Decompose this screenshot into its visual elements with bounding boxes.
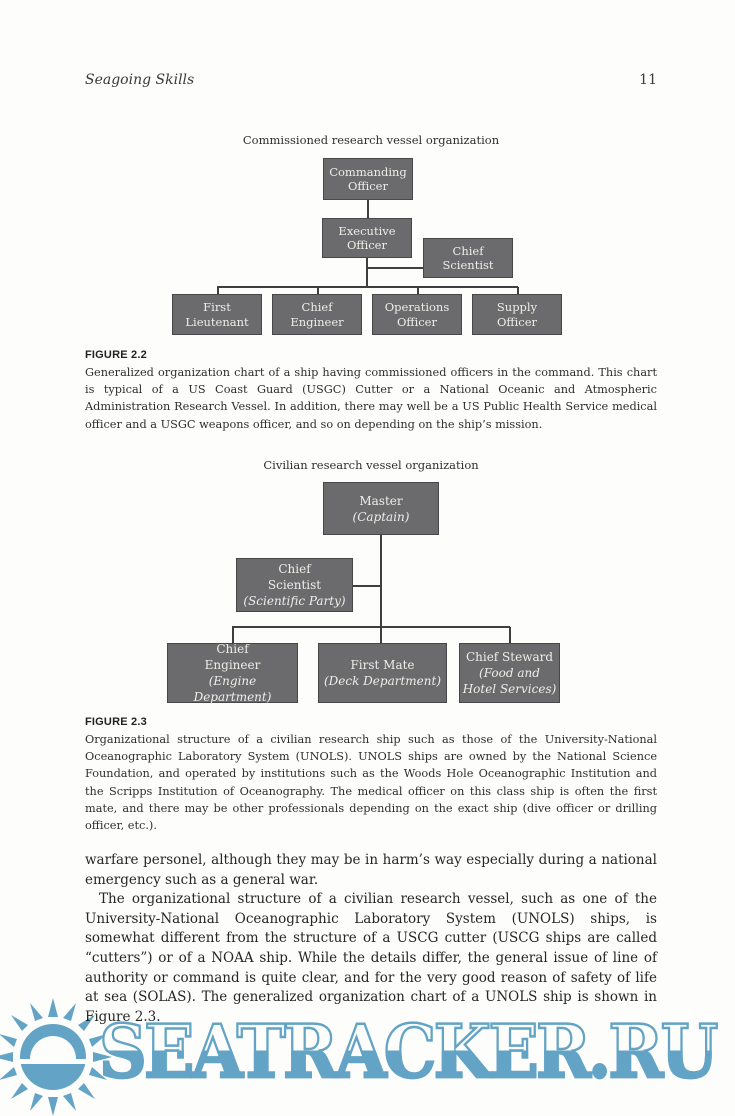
caption-text: Generalized organization chart of a ship…: [85, 366, 657, 431]
connector-line: [353, 585, 381, 587]
node-sublabel: (Engine Department): [193, 674, 272, 704]
connector-line: [380, 627, 382, 643]
running-title: Seagoing Skills: [85, 72, 195, 88]
page-number: 11: [639, 72, 657, 88]
connector-line: [232, 626, 510, 628]
org-node-executive-officer: Executive Officer: [322, 218, 412, 258]
connector-line: [417, 287, 419, 294]
connector-line: [366, 258, 368, 287]
node-label: Master: [359, 493, 403, 508]
org-chart-commissioned: Commissioned research vessel organizatio…: [85, 130, 657, 342]
org-node-chief-scientist: Chief Scientist: [423, 238, 513, 278]
node-label: Chief Scientist: [442, 243, 494, 273]
body-paragraph: warfare personel, although they may be i…: [85, 852, 657, 888]
node-label: Operations Officer: [384, 300, 450, 329]
node-sublabel: (Deck Department): [323, 674, 442, 688]
body-paragraph: The organizational structure of a civili…: [85, 891, 657, 1025]
chart-title: Commissioned research vessel organizatio…: [242, 133, 500, 147]
org-node-chief-scientist: Chief Scientist (Scientific Party): [236, 558, 353, 612]
chart-title: Civilian research vessel organization: [263, 458, 479, 472]
node-label: First Lieutenant: [185, 300, 249, 329]
node-label: Chief Steward: [465, 650, 554, 664]
node-sublabel: (Captain): [352, 509, 410, 524]
node-sublabel: (Food and Hotel Services): [462, 666, 557, 696]
page-header: Seagoing Skills 11: [85, 72, 657, 88]
connector-line: [232, 627, 234, 643]
caption-text: Organizational structure of a civilian r…: [85, 733, 657, 833]
node-label: Chief Engineer: [290, 300, 344, 329]
figure-2-3-caption: FIGURE 2.3 Organizational structure of a…: [85, 716, 657, 834]
body-text: warfare personel, although they may be i…: [85, 851, 657, 1027]
connector-line: [317, 287, 319, 294]
org-node-chief-steward: Chief Steward (Food and Hotel Services): [459, 643, 560, 703]
node-label: Executive Officer: [338, 223, 396, 253]
org-node-chief-engineer: Chief Engineer: [272, 294, 362, 335]
node-label: Chief Engineer: [204, 642, 261, 672]
figure-label: FIGURE 2.3: [85, 716, 147, 728]
org-node-commanding-officer: Commanding Officer: [323, 158, 413, 200]
org-node-supply-officer: Supply Officer: [472, 294, 562, 335]
connector-line: [367, 267, 424, 269]
org-node-chief-engineer: Chief Engineer (Engine Department): [167, 642, 298, 704]
node-label: Chief Scientist: [267, 562, 322, 592]
org-chart-civilian: Civilian research vessel organization Ma…: [85, 455, 657, 707]
node-label: Commanding Officer: [329, 164, 407, 194]
org-node-operations-officer: Operations Officer: [372, 294, 462, 335]
org-node-first-mate: First Mate (Deck Department): [318, 643, 447, 703]
connector-line: [380, 535, 382, 627]
node-label: Supply Officer: [496, 300, 538, 329]
connector-line: [217, 286, 518, 288]
connector-line: [367, 200, 369, 218]
org-node-master: Master (Captain): [323, 482, 439, 535]
node-label: First Mate: [350, 658, 415, 672]
figure-label: FIGURE 2.2: [85, 349, 147, 361]
connector-line: [217, 287, 219, 294]
figure-2-2-caption: FIGURE 2.2 Generalized organization char…: [85, 349, 657, 433]
connector-line: [517, 287, 519, 294]
node-sublabel: (Scientific Party): [243, 594, 346, 608]
connector-line: [509, 627, 511, 643]
org-node-first-lieutenant: First Lieutenant: [172, 294, 262, 335]
